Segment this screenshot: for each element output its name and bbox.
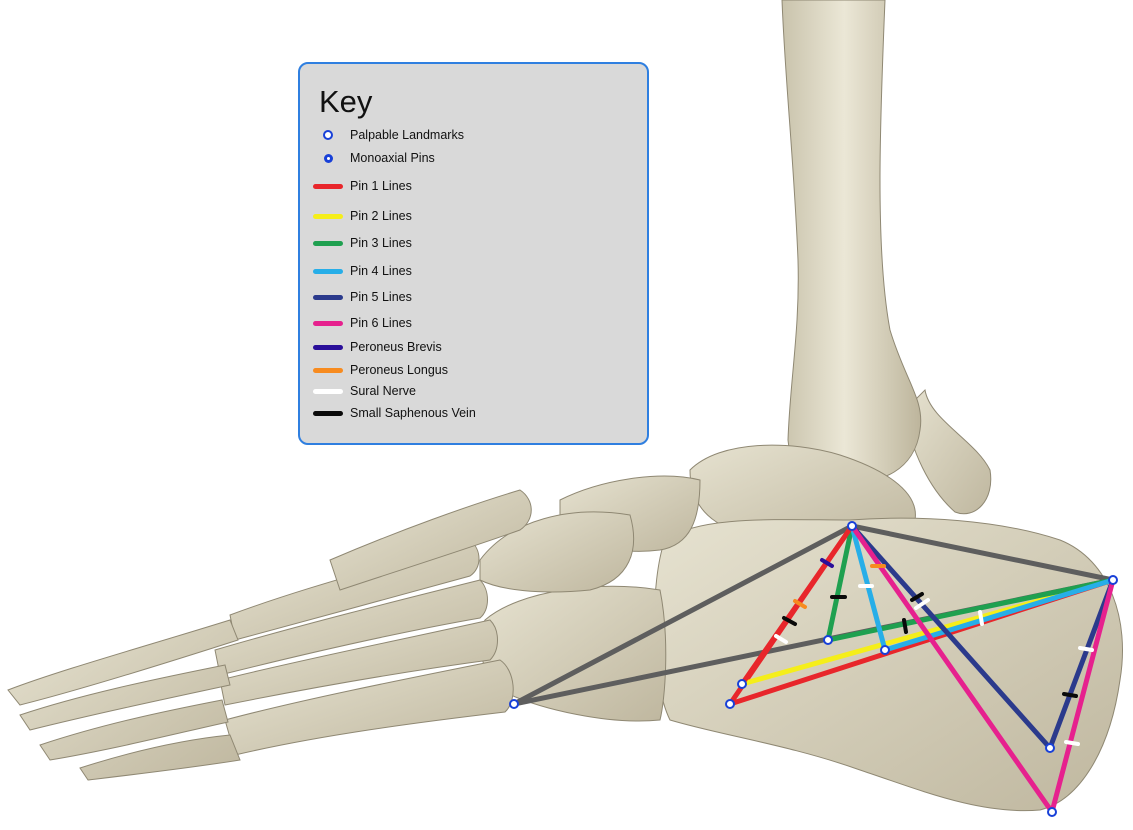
monoaxial-pin xyxy=(824,636,832,644)
key-swatch xyxy=(312,178,344,194)
monoaxial-pin xyxy=(1048,808,1056,816)
leg-bones xyxy=(690,0,991,545)
key-label: Pin 6 Lines xyxy=(350,316,412,330)
key-item-palpable-landmarks: Palpable Landmarks xyxy=(312,127,464,143)
monoaxial-pin xyxy=(726,700,734,708)
key-swatch xyxy=(312,362,344,378)
key-label: Peroneus Brevis xyxy=(350,340,442,354)
monoaxial-pin xyxy=(1046,744,1054,752)
key-item-pin-4-lines: Pin 4 Lines xyxy=(312,263,412,279)
key-item-pin-6-lines: Pin 6 Lines xyxy=(312,315,412,331)
line-swatch-icon xyxy=(313,321,343,326)
key-label: Pin 1 Lines xyxy=(350,179,412,193)
key-swatch xyxy=(312,208,344,224)
palpable-landmark xyxy=(848,522,856,530)
key-swatch xyxy=(312,315,344,331)
line-swatch-icon xyxy=(313,184,343,189)
key-label: Sural Nerve xyxy=(350,384,416,398)
key-swatch xyxy=(312,127,344,143)
key-swatch xyxy=(312,383,344,399)
key-title: Key xyxy=(319,84,372,120)
key-label: Palpable Landmarks xyxy=(350,128,464,142)
small-saphenous-vein-mark xyxy=(904,620,906,632)
line-swatch-icon xyxy=(313,411,343,416)
monoaxial-pin xyxy=(881,646,889,654)
key-item-monoaxial-pins: Monoaxial Pins xyxy=(312,150,435,166)
key-label: Small Saphenous Vein xyxy=(350,406,476,420)
line-swatch-icon xyxy=(313,214,343,219)
key-swatch xyxy=(312,405,344,421)
key-label: Pin 2 Lines xyxy=(350,209,412,223)
sural-nerve-mark xyxy=(1066,742,1078,744)
key-swatch xyxy=(312,235,344,251)
tibia xyxy=(782,0,921,481)
key-item-pin-1-lines: Pin 1 Lines xyxy=(312,178,412,194)
key-swatch xyxy=(312,289,344,305)
line-swatch-icon xyxy=(313,295,343,300)
phalanges xyxy=(8,620,240,780)
key-item-sural-nerve: Sural Nerve xyxy=(312,383,416,399)
palpable-landmark-icon xyxy=(323,130,333,140)
key-item-small-saphenous-vein: Small Saphenous Vein xyxy=(312,405,476,421)
line-swatch-icon xyxy=(313,368,343,373)
palpable-landmark xyxy=(510,700,518,708)
key-item-pin-2-lines: Pin 2 Lines xyxy=(312,208,412,224)
sural-nerve-mark xyxy=(1080,648,1092,650)
monoaxial-pin xyxy=(738,680,746,688)
key-swatch xyxy=(312,263,344,279)
sural-nerve-mark xyxy=(980,612,982,624)
key-swatch xyxy=(312,339,344,355)
key-item-pin-3-lines: Pin 3 Lines xyxy=(312,235,412,251)
calcaneus xyxy=(654,518,1122,810)
key-swatch xyxy=(312,150,344,166)
key-item-pin-5-lines: Pin 5 Lines xyxy=(312,289,412,305)
key-label: Monoaxial Pins xyxy=(350,151,435,165)
key-item-peroneus-longus: Peroneus Longus xyxy=(312,362,448,378)
monoaxial-pin-icon xyxy=(324,154,333,163)
key-item-peroneus-brevis: Peroneus Brevis xyxy=(312,339,442,355)
key-label: Pin 5 Lines xyxy=(350,290,412,304)
line-swatch-icon xyxy=(313,241,343,246)
small-saphenous-vein-mark xyxy=(1064,694,1076,696)
line-swatch-icon xyxy=(313,389,343,394)
key-label: Peroneus Longus xyxy=(350,363,448,377)
line-swatch-icon xyxy=(313,269,343,274)
key-label: Pin 3 Lines xyxy=(350,236,412,250)
key-label: Pin 4 Lines xyxy=(350,264,412,278)
palpable-landmark xyxy=(1109,576,1117,584)
line-swatch-icon xyxy=(313,345,343,350)
